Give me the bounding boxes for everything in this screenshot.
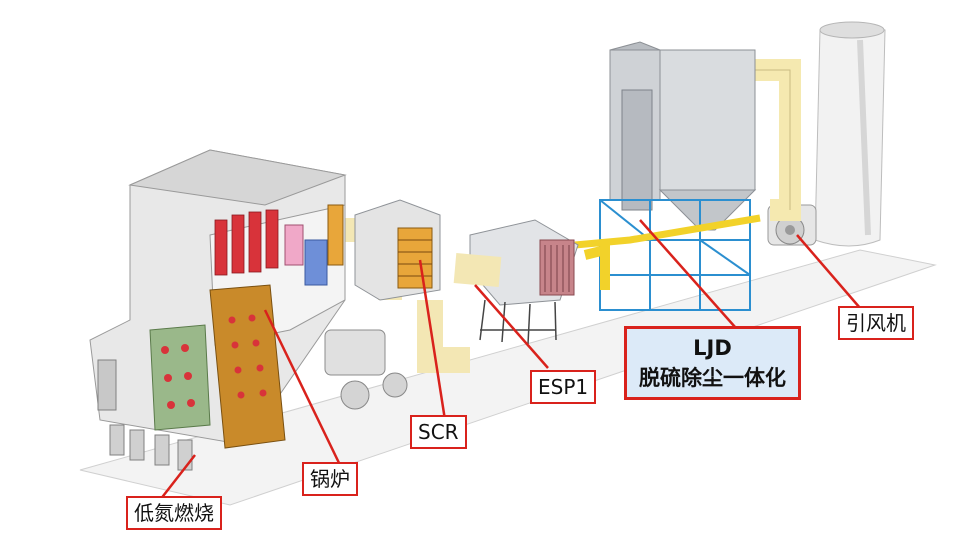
label-esp1-text: ESP1 <box>538 375 589 399</box>
leader-low-nox <box>159 454 196 501</box>
leader-esp1 <box>474 284 549 369</box>
scr-reactor <box>324 199 441 410</box>
label-low-nox-combustion: 低氮燃烧 <box>126 496 222 530</box>
label-ljd: LJD 脱硫除尘一体化 <box>624 326 801 400</box>
label-id-fan-text: 引风机 <box>846 311 906 335</box>
label-boiler-text: 锅炉 <box>310 467 350 491</box>
leader-scr <box>418 259 447 421</box>
label-ljd-line1: LJD <box>693 336 732 360</box>
boiler-structure <box>89 149 347 471</box>
stack-duct <box>740 59 801 221</box>
leader-boiler <box>263 309 342 466</box>
leader-ljd <box>639 219 736 328</box>
label-scr: SCR <box>410 415 467 449</box>
leader-fan <box>796 234 861 309</box>
leader-lines <box>159 219 861 501</box>
label-scr-text: SCR <box>418 420 459 444</box>
label-id-fan: 引风机 <box>838 306 914 340</box>
label-low-nox-text: 低氮燃烧 <box>134 501 214 525</box>
label-ljd-line2: 脱硫除尘一体化 <box>639 366 786 390</box>
label-boiler: 锅炉 <box>302 462 358 496</box>
ground-slab <box>79 249 937 506</box>
chimney <box>814 21 886 247</box>
ljd-tower <box>574 41 761 311</box>
label-esp1: ESP1 <box>530 370 597 404</box>
